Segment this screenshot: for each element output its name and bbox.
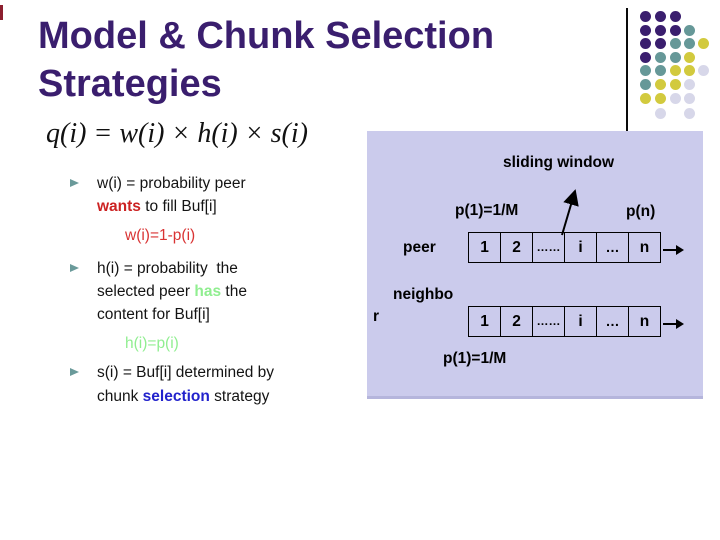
bullet-text-pre: selected peer bbox=[97, 282, 195, 300]
bullet-text-post: the bbox=[221, 282, 247, 300]
bullet-text-line: wants to fill Buf[i] bbox=[97, 195, 353, 218]
diagram-panel: sliding window p(1)=1/M p(n) peer 1 2 ……… bbox=[367, 131, 703, 399]
peer-buffer-row: 1 2 …… i … n bbox=[468, 232, 661, 263]
decor-dot bbox=[684, 108, 695, 119]
bullet-text-line: w(i) = probability peer bbox=[97, 175, 246, 192]
neighbor-buffer-row: 1 2 …… i … n bbox=[468, 306, 661, 337]
equation-h: h(i)=p(i) bbox=[125, 335, 179, 353]
decor-dot bbox=[655, 65, 666, 76]
bullet-list: w(i) = probability peer wants to fill Bu… bbox=[68, 172, 353, 408]
buffer-cell: …… bbox=[532, 232, 565, 263]
decor-dot bbox=[698, 38, 709, 49]
buffer-cell: i bbox=[564, 232, 597, 263]
buffer-cell: 1 bbox=[468, 232, 501, 263]
bullet-text-line: selected peer has the bbox=[97, 280, 353, 303]
decor-dot bbox=[684, 93, 695, 104]
decor-dot bbox=[670, 38, 681, 49]
formula-equation: q(i) = w(i) × h(i) × s(i) bbox=[46, 118, 308, 149]
decor-dot bbox=[640, 52, 651, 63]
decor-dot bbox=[655, 25, 666, 36]
decor-dot bbox=[698, 65, 709, 76]
bullet-item-h: h(i) = probability the selected peer has… bbox=[68, 257, 353, 327]
decor-dot bbox=[640, 25, 651, 36]
decor-dot bbox=[684, 38, 695, 49]
bullet-item-w: w(i) = probability peer wants to fill Bu… bbox=[68, 172, 353, 218]
bullet-text-pre: chunk bbox=[97, 387, 143, 405]
decor-dot bbox=[640, 79, 651, 90]
buffer-cell: … bbox=[596, 232, 629, 263]
neighbor-row-label-line1: neighbo bbox=[393, 286, 454, 303]
buffer-cell: n bbox=[628, 232, 661, 263]
decor-dot bbox=[670, 52, 681, 63]
decor-dot bbox=[684, 79, 695, 90]
buffer-cell: … bbox=[596, 306, 629, 337]
slide-edge-mark bbox=[0, 5, 3, 20]
bullet-text-line: content for Buf[i] bbox=[97, 306, 210, 324]
decor-dot bbox=[670, 65, 681, 76]
title-line-2: Strategies bbox=[38, 63, 222, 105]
arrowhead-bullet-icon bbox=[70, 179, 79, 187]
peer-row-label: peer bbox=[403, 239, 436, 256]
peer-row-arrow-icon bbox=[663, 245, 684, 255]
title-line-1: Model & Chunk Selection bbox=[38, 15, 495, 57]
bullet-text-post: strategy bbox=[209, 387, 270, 405]
neighbor-row-arrow-icon bbox=[663, 319, 684, 329]
arrowhead-bullet-icon bbox=[70, 368, 79, 377]
decor-dot bbox=[684, 25, 695, 36]
decor-dot bbox=[684, 65, 695, 76]
highlight-selection: selection bbox=[142, 387, 210, 405]
buffer-cell: 2 bbox=[500, 306, 533, 337]
neighbor-row-label-line2: r bbox=[373, 308, 380, 325]
buffer-cell: 1 bbox=[468, 306, 501, 337]
decor-dot bbox=[670, 11, 681, 22]
buffer-cell: 2 bbox=[500, 232, 533, 263]
decor-dot bbox=[640, 11, 651, 22]
divider-line bbox=[626, 8, 628, 131]
bullet-text-line: h(i) = probability the bbox=[97, 259, 238, 277]
decor-dot bbox=[640, 38, 651, 49]
decor-dot bbox=[655, 52, 666, 63]
decor-dot bbox=[670, 93, 681, 104]
bullet-text-line: s(i) = Buf[i] determined by bbox=[97, 364, 275, 382]
highlight-has: has bbox=[194, 282, 222, 300]
decor-dot bbox=[670, 25, 681, 36]
equation-w: w(i)=1-p(i) bbox=[125, 227, 196, 245]
decor-dot bbox=[670, 79, 681, 90]
highlight-wants: wants bbox=[97, 198, 141, 216]
buffer-cell: i bbox=[564, 306, 597, 337]
sliding-window-arrow-icon bbox=[561, 189, 579, 236]
decor-dot bbox=[655, 38, 666, 49]
pn-label: p(n) bbox=[626, 203, 656, 220]
buffer-cell: n bbox=[628, 306, 661, 337]
decor-dot bbox=[655, 11, 666, 22]
sliding-window-label: sliding window bbox=[503, 154, 615, 171]
decor-dot bbox=[684, 52, 695, 63]
bullet-text-rest: to fill Buf[i] bbox=[140, 198, 217, 216]
p1-label-bottom: p(1)=1/M bbox=[443, 350, 507, 367]
arrowhead-bullet-icon bbox=[70, 263, 79, 272]
slide-title: Model & Chunk Selection Strategies bbox=[38, 12, 618, 108]
decor-dot bbox=[655, 108, 666, 119]
p1-label-top: p(1)=1/M bbox=[455, 202, 519, 219]
decor-dot bbox=[640, 65, 651, 76]
decor-dot bbox=[655, 93, 666, 104]
decor-dot bbox=[640, 93, 651, 104]
bullet-item-s: s(i) = Buf[i] determined by chunk select… bbox=[68, 361, 353, 407]
buffer-cell: …… bbox=[532, 306, 565, 337]
decor-dot bbox=[655, 79, 666, 90]
bullet-text-line: chunk selection strategy bbox=[97, 385, 353, 408]
